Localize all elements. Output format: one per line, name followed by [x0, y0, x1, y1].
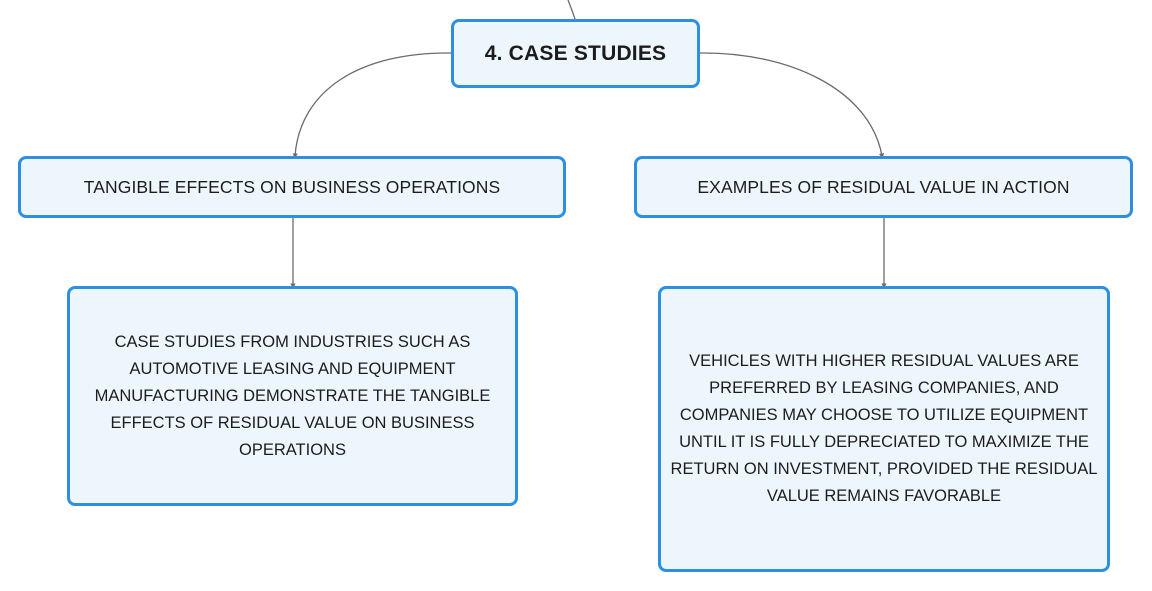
connector-root-to-left-branch — [292, 52, 452, 159]
leaf-node-text: CASE STUDIES FROM INDUSTRIES SUCH AS AUT… — [94, 332, 491, 459]
connector-root-to-right-branch — [699, 52, 885, 159]
root-node-label: 4. CASE STUDIES — [484, 41, 667, 65]
branch-node-tangible-effects[interactable]: TANGIBLE EFFECTS ON BUSINESS OPERATIONS — [18, 156, 566, 218]
branch-node-label: TANGIBLE EFFECTS ON BUSINESS OPERATIONS — [83, 176, 501, 197]
leaf-node-text: VEHICLES WITH HIGHER RESIDUAL VALUES ARE… — [670, 352, 1098, 505]
leaf-node-case-studies-detail[interactable]: CASE STUDIES FROM INDUSTRIES SUCH AS AUT… — [67, 286, 518, 506]
branch-node-residual-value-examples[interactable]: EXAMPLES OF RESIDUAL VALUE IN ACTION — [634, 156, 1133, 218]
leaf-node-vehicles-detail[interactable]: VEHICLES WITH HIGHER RESIDUAL VALUES ARE… — [658, 286, 1110, 572]
root-node[interactable]: 4. CASE STUDIES — [451, 19, 700, 88]
connector-parent-to-root — [567, 0, 576, 20]
branch-node-label: EXAMPLES OF RESIDUAL VALUE IN ACTION — [697, 176, 1070, 197]
